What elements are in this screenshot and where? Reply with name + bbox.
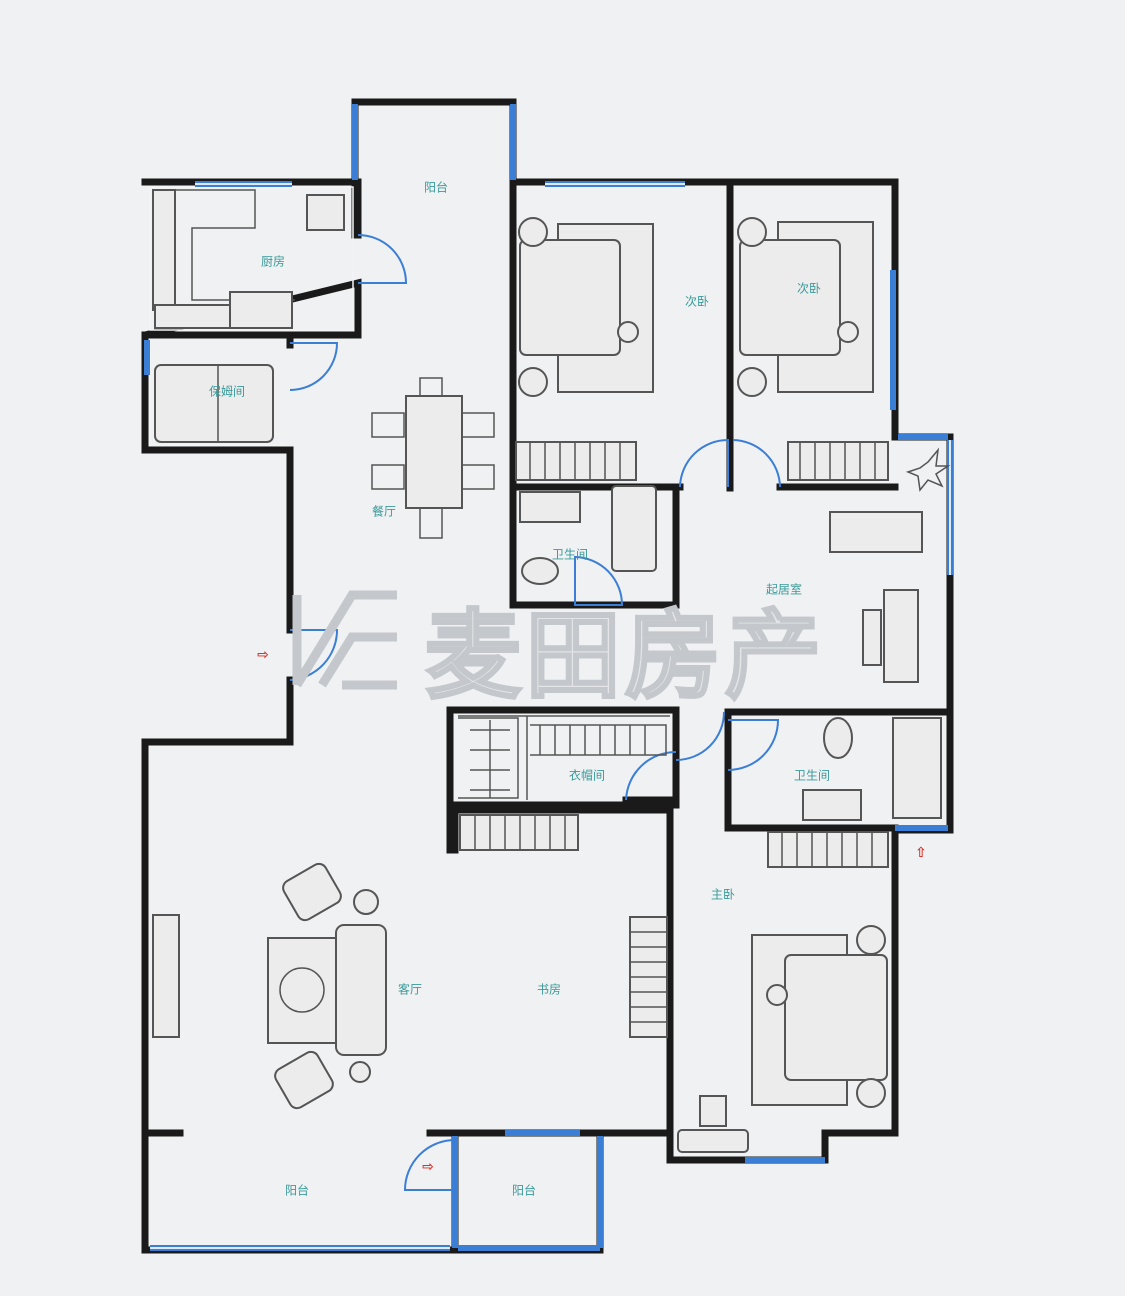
doors <box>289 234 781 1191</box>
windows <box>144 104 953 1251</box>
label-bedroom-2b: 次卧 <box>796 281 822 296</box>
watermark-logo-icon <box>292 590 397 690</box>
label-balcony-bottom-middle: 阳台 <box>511 1183 537 1198</box>
entry-arrow-icon: ⇨ <box>257 647 269 663</box>
label-bathroom-1: 卫生间 <box>551 547 589 562</box>
label-nanny-room: 保姆间 <box>208 384 246 399</box>
label-balcony-bottom-left: 阳台 <box>284 1183 310 1198</box>
label-kitchen: 厨房 <box>260 254 286 269</box>
entry-arrow-up-icon: ⇧ <box>915 845 927 861</box>
label-study: 书房 <box>536 982 562 997</box>
label-master-bedroom: 主卧 <box>710 887 736 902</box>
watermark-text: 麦田房产 <box>424 599 825 714</box>
entry-arrow-icon: ⇨ <box>422 1159 434 1175</box>
label-family-room: 起居室 <box>765 582 803 597</box>
label-dining: 餐厅 <box>371 504 397 519</box>
label-bathroom-2: 卫生间 <box>793 768 831 783</box>
label-bedroom-2a: 次卧 <box>684 294 710 309</box>
label-walk-in-closet: 衣帽间 <box>568 768 606 783</box>
label-living-room: 客厅 <box>397 982 423 997</box>
furniture <box>152 189 951 1153</box>
label-balcony-top: 阳台 <box>423 180 449 195</box>
